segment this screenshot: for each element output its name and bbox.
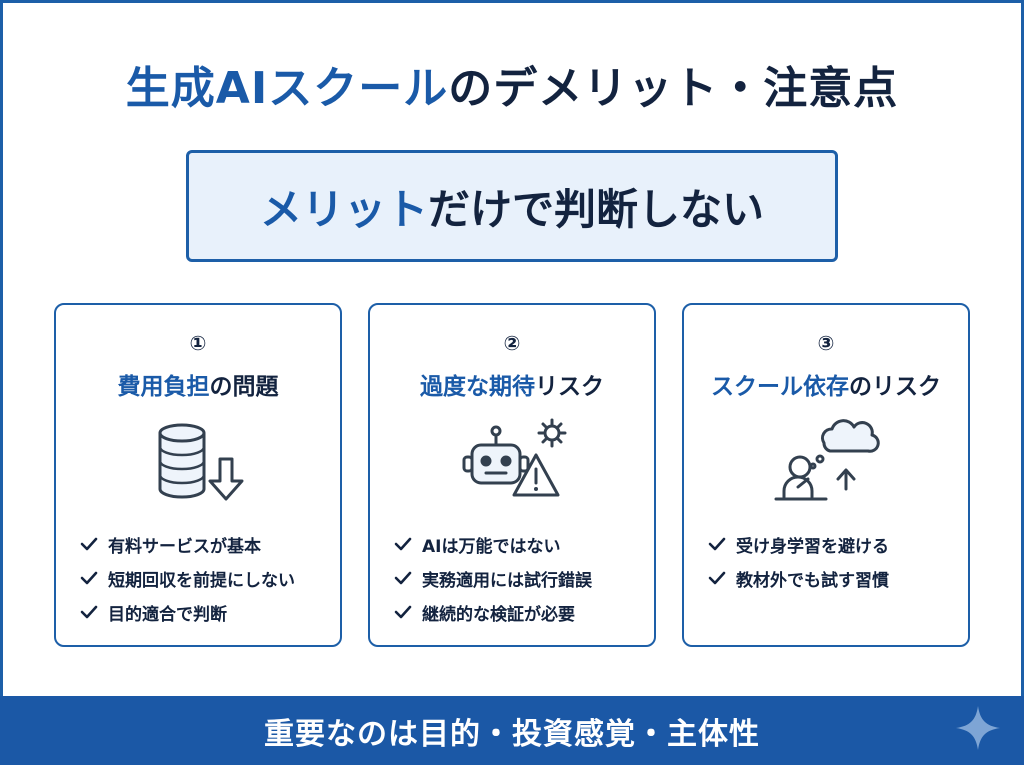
thinking-person-icon	[774, 419, 880, 501]
coin-stack-down-arrow-icon	[158, 423, 244, 501]
list-item-text: 継続的な検証が必要	[422, 604, 575, 625]
key-message-banner: メリットだけで判断しない	[186, 150, 838, 262]
list-item: 有料サービスが基本	[80, 527, 332, 561]
list-item-text: 受け身学習を避ける	[736, 536, 889, 557]
list-item: 継続的な検証が必要	[394, 595, 646, 629]
footer-bar: 重要なのは目的・投資感覚・主体性	[0, 696, 1024, 765]
card-title-rest: リスク	[535, 374, 604, 400]
check-icon	[708, 537, 726, 551]
list-item-text: 教材外でも試す習慣	[736, 570, 889, 591]
check-icon	[80, 537, 98, 551]
check-icon	[394, 571, 412, 585]
list-item-text: 有料サービスが基本	[108, 536, 261, 557]
check-icon	[394, 605, 412, 619]
card-number: ①	[189, 331, 207, 355]
list-item: AIは万能ではない	[394, 527, 646, 561]
robot-warning-icon	[462, 418, 567, 497]
card-number: ③	[817, 331, 835, 355]
check-icon	[708, 571, 726, 585]
footer-message: 重要なのは目的・投資感覚・主体性	[264, 716, 760, 752]
check-list: 有料サービスが基本 短期回収を前提にしない 目的適合で判断	[80, 527, 332, 629]
card-title: 費用負担の問題	[56, 367, 340, 401]
list-item-text: 目的適合で判断	[108, 604, 227, 625]
sparkle-icon	[956, 706, 1000, 750]
list-item: 実務適用には試行錯誤	[394, 561, 646, 595]
check-icon	[80, 571, 98, 585]
card-title-accent: 過度な期待	[420, 374, 535, 400]
list-item-text: 実務適用には試行錯誤	[422, 570, 592, 591]
card-title-accent: 費用負担	[117, 374, 210, 400]
title-accent: 生成AIスクール	[125, 63, 449, 114]
card-school-dependence: ③ スクール依存のリスク 受け身学習を避ける 教材外でも試す習慣	[682, 303, 970, 647]
list-item: 短期回収を前提にしない	[80, 561, 332, 595]
card-cost-burden: ① 費用負担の問題 有料サービスが基本 短期回収を前提にしない 目的適合で判断	[54, 303, 342, 647]
check-list: 受け身学習を避ける 教材外でも試す習慣	[708, 527, 960, 595]
card-title-accent: スクール依存	[711, 374, 849, 400]
check-icon	[394, 537, 412, 551]
list-item: 受け身学習を避ける	[708, 527, 960, 561]
list-item-text: AIは万能ではない	[422, 536, 561, 557]
banner-rest: だけで判断しない	[428, 184, 765, 234]
card-excessive-expectations: ② 過度な期待リスク AIは万能ではない 実務適用には試行錯誤	[368, 303, 656, 647]
card-title: スクール依存のリスク	[684, 367, 968, 401]
card-title: 過度な期待リスク	[370, 367, 654, 401]
page-title: 生成AIスクールのデメリット・注意点	[0, 52, 1024, 116]
title-rest: のデメリット・注意点	[448, 63, 899, 114]
card-title-rest: の問題	[209, 374, 279, 400]
check-icon	[80, 605, 98, 619]
banner-accent: メリット	[259, 184, 428, 234]
list-item: 教材外でも試す習慣	[708, 561, 960, 595]
list-item: 目的適合で判断	[80, 595, 332, 629]
list-item-text: 短期回収を前提にしない	[108, 570, 295, 591]
check-list: AIは万能ではない 実務適用には試行錯誤 継続的な検証が必要	[394, 527, 646, 629]
card-title-rest: のリスク	[849, 374, 941, 400]
card-number: ②	[503, 331, 521, 355]
